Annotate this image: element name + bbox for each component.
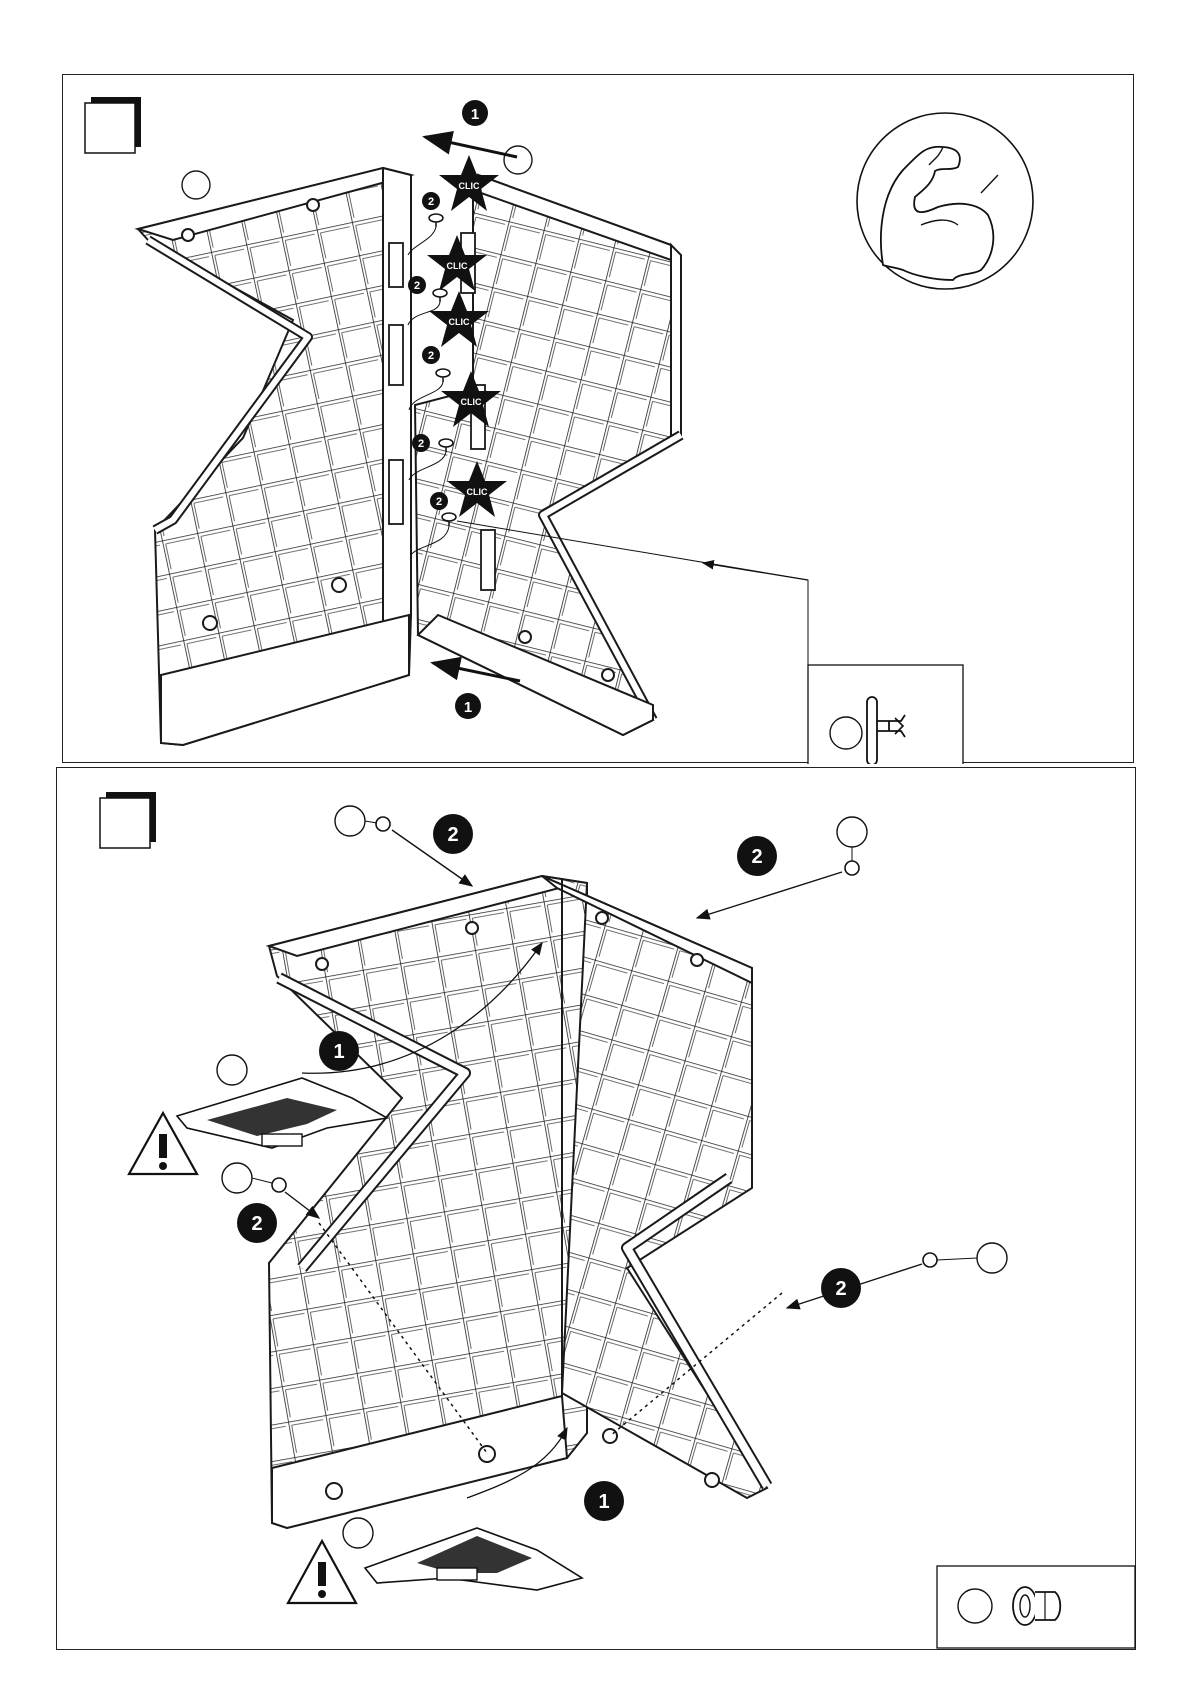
svg-text:2: 2 <box>428 350 434 362</box>
corner-bracket-piece <box>365 1528 582 1590</box>
svg-text:2: 2 <box>835 1278 846 1300</box>
svg-text:2: 2 <box>428 196 434 208</box>
warning-triangle-icon <box>288 1541 356 1603</box>
svg-text:2: 2 <box>751 846 762 868</box>
svg-text:CLIC: CLIC <box>461 397 482 407</box>
step-number-box <box>100 792 156 848</box>
svg-text:1: 1 <box>598 1491 609 1513</box>
step-2-illustration: 2 2 2 2 1 1 <box>57 768 1137 1651</box>
svg-text:CLIC: CLIC <box>467 487 488 497</box>
svg-text:1: 1 <box>464 699 472 716</box>
part-label-circle <box>182 171 210 199</box>
step-1-illustration: 1 1 CLIC CLIC CLIC CLIC CLIC 2 <box>63 75 1135 764</box>
svg-text:CLIC: CLIC <box>447 261 468 271</box>
part-label-circle <box>504 146 532 174</box>
svg-text:1: 1 <box>333 1041 344 1063</box>
svg-text:2: 2 <box>447 824 458 846</box>
left-side-panel <box>138 168 411 745</box>
svg-text:CLIC: CLIC <box>449 317 470 327</box>
svg-text:2: 2 <box>414 280 420 292</box>
assembled-left-wall <box>269 876 587 1528</box>
assembly-step-panel-1: 1 1 CLIC CLIC CLIC CLIC CLIC 2 <box>62 74 1134 763</box>
pin-callout <box>808 665 963 764</box>
svg-text:2: 2 <box>418 438 424 450</box>
cap-screw-callout <box>937 1566 1135 1648</box>
svg-text:2: 2 <box>251 1213 262 1235</box>
corner-bracket-piece <box>177 1078 387 1148</box>
cap-screw-icon <box>1013 1587 1060 1625</box>
svg-text:2: 2 <box>436 496 442 508</box>
assembly-step-panel-2: 2 2 2 2 1 1 <box>56 767 1136 1650</box>
svg-text:1: 1 <box>471 106 479 123</box>
flexed-arm-icon <box>857 113 1033 289</box>
step-badge-1: 1 <box>462 100 488 126</box>
step-number-box <box>85 97 141 153</box>
step-badge-1: 1 <box>455 693 481 719</box>
svg-text:CLIC: CLIC <box>459 181 480 191</box>
push-arrow <box>425 137 517 157</box>
